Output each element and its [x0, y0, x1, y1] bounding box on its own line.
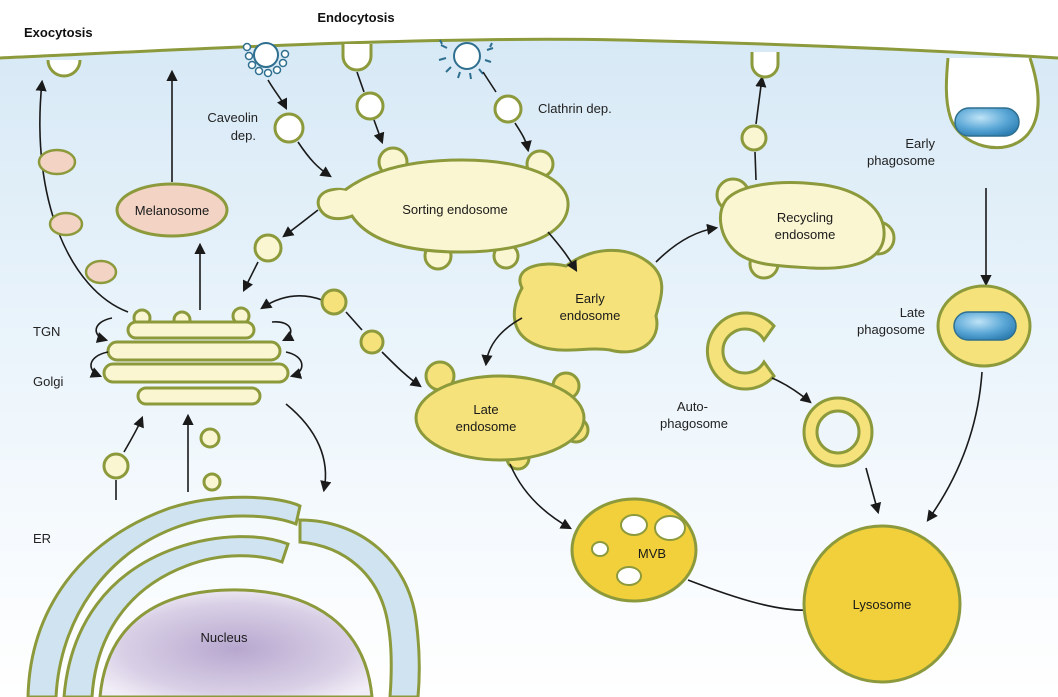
- phagocytosed-particle: [954, 107, 1020, 137]
- exocytosis-title: Exocytosis: [24, 25, 93, 40]
- endocytosis-pit: [341, 44, 373, 72]
- intraluminal-vesicle: [654, 515, 686, 541]
- vesicle-arrow-a: [345, 311, 363, 331]
- caveolin-arrow-1: [267, 79, 288, 111]
- nucleus: [98, 588, 374, 697]
- nucleus-label: Nucleus: [201, 630, 248, 645]
- autophagosome-lumen: [815, 409, 861, 455]
- golgi-apparatus: [102, 306, 290, 406]
- recycling-pit: [750, 52, 780, 79]
- late-endosome-label-2: endosome: [456, 419, 517, 434]
- lysosome-label: Lysosome: [853, 597, 912, 612]
- vesicle-to-golgi-arrow-2: [123, 415, 144, 453]
- sorting-endosome-fill-cover: [326, 162, 564, 250]
- endoplasmic-reticulum: [26, 495, 421, 697]
- vesicle-to-golgi-arrow: [242, 261, 259, 293]
- melanosome-label: Melanosome: [135, 203, 209, 218]
- secretory-vesicle: [84, 259, 118, 285]
- clathrin-coat: [438, 39, 494, 80]
- caveolin-label-line2: dep.: [231, 128, 256, 143]
- late-endosome-to-mvb-arrow: [509, 463, 572, 530]
- early-endosome: [512, 248, 664, 354]
- mvb-label: MVB: [638, 546, 666, 561]
- clathrin-arrow-1: [482, 71, 497, 93]
- caveolin-coat: [242, 42, 290, 78]
- early-endosome-label-2: endosome: [560, 308, 621, 323]
- endocytosis-title: Endocytosis: [317, 10, 394, 25]
- clathrin-vesicle: [493, 94, 523, 124]
- er-label: ER: [33, 531, 51, 546]
- autophagosome-label-1: Auto-: [677, 399, 708, 414]
- recycling-arrow-2: [755, 75, 767, 125]
- endocytosis-arrow-2: [373, 119, 385, 145]
- early-to-recycling-arrow: [655, 223, 719, 263]
- secretory-vesicle: [37, 148, 77, 176]
- exocytosis-pit: [46, 59, 82, 78]
- mvb-to-lysosome-arrow: [687, 579, 815, 617]
- recycling-endosome-label-2: endosome: [775, 227, 836, 242]
- er-bud: [202, 472, 222, 492]
- plasma-membrane: [0, 37, 1058, 60]
- lysosome: [802, 524, 962, 684]
- clathrin-label: Clathrin dep.: [538, 101, 612, 116]
- late-phagosome-label-2: phagosome: [857, 322, 925, 337]
- late-to-golgi-arrow: [260, 295, 323, 310]
- recycling-vesicle: [740, 124, 768, 152]
- sorting-to-vesicle-arrow: [282, 209, 319, 238]
- early-phagosome-label-1: Early: [905, 136, 935, 151]
- golgi-vesicle: [199, 427, 221, 449]
- tgn-label: TGN: [33, 324, 60, 339]
- autophagosome-maturation-arrow: [771, 377, 812, 404]
- golgi-retro-arrow-1: [271, 321, 295, 342]
- intraluminal-vesicle: [591, 541, 609, 557]
- caveolin-vesicle: [273, 112, 305, 144]
- intraluminal-vesicle: [616, 566, 642, 586]
- early-endosome-label-1: Early: [575, 291, 605, 306]
- endocytosis-arrow-1: [356, 71, 365, 93]
- clathrin-coated-vesicle: [453, 42, 481, 70]
- sorting-endosome-label: Sorting endosome: [402, 202, 508, 217]
- melanosome: [115, 182, 229, 238]
- recycling-endosome-body: [732, 188, 880, 264]
- sorting-to-early-arrow: [547, 231, 578, 272]
- late-endosome-label-1: Late: [473, 402, 498, 417]
- autophagosome-forming: [705, 311, 776, 391]
- early-phagosome-label-2: phagosome: [867, 153, 935, 168]
- golgi-label: Golgi: [33, 374, 63, 389]
- recycling-endosome-label-1: Recycling: [777, 210, 833, 225]
- vesicle-to-late-endosome-arrow: [381, 351, 422, 388]
- golgi-to-er-arrow: [285, 403, 332, 493]
- early-to-late-arrow: [481, 317, 523, 367]
- intraluminal-vesicle: [620, 514, 648, 536]
- autophagosome-label-2: phagosome: [660, 416, 728, 431]
- late-phagosome-to-lysosome-arrow: [926, 371, 983, 522]
- clathrin-arrow-2: [514, 122, 532, 153]
- endocytic-vesicle: [355, 91, 385, 121]
- caveolin-arrow-2: [297, 141, 332, 178]
- secretory-vesicle: [48, 211, 84, 237]
- er-vesicle: [102, 452, 130, 480]
- phagocytosed-particle: [953, 311, 1017, 341]
- caveolin-label-line1: Caveolin: [207, 110, 258, 125]
- late-phagosome-label-1: Late: [900, 305, 925, 320]
- caveolae-vesicle: [253, 42, 279, 68]
- tgn-arrow: [95, 317, 113, 343]
- transport-vesicle: [253, 233, 283, 263]
- recycling-arrow-1: [754, 151, 757, 181]
- late-transport-vesicle: [359, 329, 385, 355]
- golgi-arrow: [89, 351, 109, 378]
- late-endosome-body: [420, 379, 580, 457]
- autophagosome-to-lysosome-arrow: [865, 467, 882, 515]
- late-transport-vesicle: [320, 288, 348, 316]
- golgi-retro-arrow-2: [285, 351, 303, 379]
